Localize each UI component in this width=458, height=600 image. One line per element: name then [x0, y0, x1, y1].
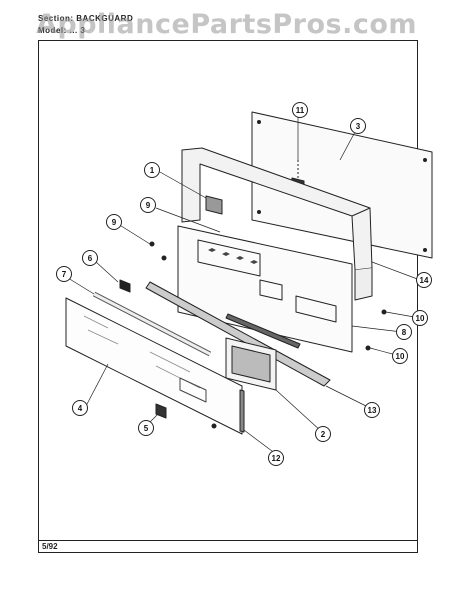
callout-number: 9 — [146, 201, 151, 210]
callout-number: 10 — [416, 314, 425, 323]
screw — [149, 241, 155, 247]
callout-number: 6 — [88, 254, 93, 263]
screw — [365, 345, 371, 351]
diagram-header: Section: BACKGUARD Model: ... 3 — [38, 12, 418, 42]
callout-circle — [140, 197, 156, 213]
callout-number: 9 — [112, 218, 117, 227]
callout-number: 13 — [368, 406, 377, 415]
callout-number: 10 — [396, 352, 405, 361]
callout-circle — [268, 450, 284, 466]
screw — [161, 255, 167, 261]
callout-number: 5 — [144, 424, 149, 433]
callout-circle — [416, 272, 432, 288]
callout-circle — [72, 400, 88, 416]
callout-number: 7 — [62, 270, 67, 279]
callout-circle — [412, 310, 428, 326]
control-knob-upper — [119, 279, 131, 293]
date-code: 5/92 — [42, 542, 58, 551]
footer-rule — [38, 540, 418, 541]
callout-circle — [106, 214, 122, 230]
control-rod — [239, 389, 245, 433]
callout-number: 12 — [272, 454, 281, 463]
callout-circle — [315, 426, 331, 442]
watermark-text: AppliancePartsPros.com — [36, 9, 418, 40]
callout-circle — [144, 162, 160, 178]
callout-circle — [138, 420, 154, 436]
control-knob-lower — [155, 403, 167, 419]
callout-number: 2 — [321, 430, 326, 439]
callout-number: 11 — [296, 106, 305, 115]
callout-number: 1 — [150, 166, 155, 175]
mounting-bracket — [205, 195, 223, 215]
callout-number: 4 — [78, 404, 83, 413]
screw — [211, 423, 217, 429]
slotted-trim-strip — [145, 281, 331, 387]
diagram-frame — [38, 40, 418, 553]
callout-circle — [56, 266, 72, 282]
callout-number: 14 — [420, 276, 429, 285]
callout-number: 3 — [356, 122, 361, 131]
section-label: Section: BACKGUARD — [38, 14, 134, 23]
model-label: Model: ... 3 — [38, 26, 86, 35]
callout-circle — [396, 324, 412, 340]
callout-circle — [292, 102, 308, 118]
screw — [381, 309, 387, 315]
rear-cover-panel — [251, 111, 433, 259]
callout-circle — [364, 402, 380, 418]
glass-front-panel — [65, 297, 243, 435]
callout-circle — [82, 250, 98, 266]
callout-circle — [350, 118, 366, 134]
callout-circle — [392, 348, 408, 364]
callout-number: 8 — [402, 328, 407, 337]
